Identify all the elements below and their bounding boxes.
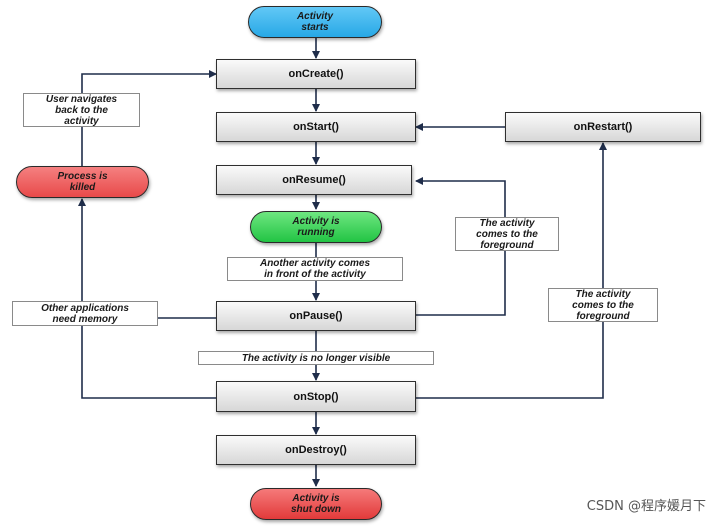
label-other-apps-memory: Other applications need memory — [12, 301, 158, 326]
process-killed-node: Process is killed — [16, 166, 149, 198]
edge-stop-to-restart — [416, 142, 607, 399]
on-pause-node: onPause() — [216, 301, 416, 331]
on-stop-node: onStop() — [216, 381, 416, 412]
edge-pause-stop-to-killed — [81, 317, 216, 399]
label-user-navigates-back: User navigates back to the activity — [23, 93, 140, 127]
activity-starts-node: Activity starts — [248, 6, 382, 38]
label-no-longer-visible: The activity is no longer visible — [198, 351, 434, 365]
label-foreground-restart: The activity comes to the foreground — [548, 288, 658, 322]
watermark-text: CSDN @程序媛月下 — [586, 499, 706, 514]
edge-killed-to-create — [81, 70, 217, 166]
label-another-activity: Another activity comes in front of the a… — [227, 257, 403, 281]
on-create-node: onCreate() — [216, 59, 416, 89]
activity-shut-down-node: Activity is shut down — [250, 488, 382, 520]
on-resume-node: onResume() — [216, 165, 412, 195]
on-start-node: onStart() — [216, 112, 416, 142]
on-destroy-node: onDestroy() — [216, 435, 416, 465]
activity-running-node: Activity is running — [250, 211, 382, 243]
on-restart-node: onRestart() — [505, 112, 701, 142]
label-foreground-resume: The activity comes to the foreground — [455, 217, 559, 251]
